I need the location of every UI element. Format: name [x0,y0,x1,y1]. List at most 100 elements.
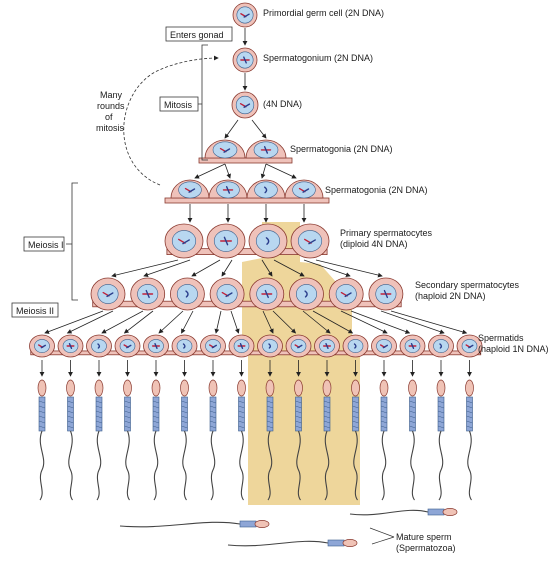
label-meiosis-1: Meiosis I [28,240,64,250]
spermatids-cell [371,334,397,358]
developing-sperm [465,379,474,501]
spermatids-cell [399,334,426,358]
label-many-rounds-2: rounds [97,101,125,111]
spermatogonia-row-a-cell [245,139,287,159]
mitosis-loop-arrow [123,55,219,186]
developing-sperm [66,379,75,501]
label-primary-2: (diploid 4N DNA) [340,239,408,249]
secondary-spermatocytes-cell [249,277,285,311]
secondary-spermatocytes-cell [289,277,324,311]
spermatids [29,334,483,358]
mitosis-brace [198,44,208,161]
secondary-spermatocytes-cell [90,277,126,311]
developing-sperm [94,379,104,501]
lineage-arrow [230,310,240,334]
spermatids-cell [257,334,283,358]
spermatogonia-row-a-cell [204,139,246,159]
label-primary-1: Primary spermatocytes [340,228,433,238]
label-meiosis-2: Meiosis II [16,306,54,316]
label-spermatogonium: Spermatogonium (2N DNA) [263,53,373,63]
label-secondary-2: (haploid 2N DNA) [415,291,486,301]
secondary-spermatocytes-cell [169,277,205,311]
lineage-arrow [261,259,273,277]
primary-spermatocytes-cell [206,223,246,259]
lineage-arrow [350,310,411,334]
developing-sperm [265,379,275,501]
label-mature-2: (Spermatozoa) [396,543,456,553]
spermatids-cell [29,334,55,358]
spermatogonium-cell [232,47,258,73]
meiosis-1-brace [66,182,78,301]
label-spermatids-1: Spermatids [478,333,524,343]
secondary-spermatocytes [90,277,404,311]
primary-spermatocytes-cell [248,223,288,259]
spermatogonia-row-b [164,179,330,204]
mature-sperm-2 [349,508,458,516]
spermatogonia-row-b-cell [208,179,248,199]
label-mitosis: Mitosis [164,100,193,110]
lineage-arrow [44,310,104,334]
meiosis-1-box [23,236,65,252]
spermatids-cell [86,334,112,358]
developing-sperm [436,379,446,501]
secondary-spermatocytes-cell [209,277,245,311]
spermatids-cell [456,334,483,358]
spermatids-cell [57,334,84,358]
lineage-arrow [181,310,194,334]
lineage-arrow [111,259,179,278]
lineage-arrow [315,259,383,278]
lineage-arrow [158,310,184,334]
enters-gonad-box [165,26,233,42]
spermatids-cell [114,334,141,358]
meiosis-2-box [11,302,59,318]
lineage-arrow [224,119,239,139]
developing-sperm [123,379,132,501]
label-many-rounds-4: mitosis [96,123,125,133]
lineage-arrow [214,310,222,334]
developing-sperm [208,379,218,501]
lineage-highlight [242,222,360,505]
lineage-arrow [303,259,351,277]
label-enters-gonad: Enters gonad [170,30,224,40]
label-spermatogonia-b: Spermatogonia (2N DNA) [325,185,428,195]
spermatids-cell [171,334,198,358]
lineage-arrow [224,163,231,179]
lineage-arrow [265,163,297,179]
lineage-arrow [340,310,388,334]
mature-sperm-pointer [369,527,395,545]
spermatogonia-row-b-cell [170,179,210,199]
spermatids-cell [428,334,454,358]
label-spermatids-2: (haploid 1N DNA) [478,344,549,354]
lineage-arrow [251,119,267,139]
spermatogonia-row-a [198,139,293,164]
mitotic-4n-cell [231,91,259,119]
mature-sperm-3 [227,539,358,547]
spermatids-cell [342,334,369,358]
spermatogonia-row-b-cell [246,179,286,199]
lineage-arrow [260,163,267,179]
secondary-spermatocytes-cell [328,277,364,311]
lineage-arrow [302,310,331,334]
spermatids-cell [314,334,340,358]
secondary-spermatocytes-cell [130,277,166,311]
lineage-arrow [101,310,144,334]
lineage-arrow [262,310,274,334]
lineage-arrow [191,259,221,277]
label-many-rounds-1: Many [100,90,123,100]
lineage-arrow [390,310,468,335]
developing-sperm [237,379,246,501]
primary-spermatocytes-cell [290,223,330,259]
lineage-arrow [312,310,354,334]
lineage-arrow [380,310,445,334]
primary-spermatocytes-cell [164,223,204,259]
spermatids-cell [285,334,312,358]
lineage-arrow [194,163,226,179]
developing-sperm [151,379,161,501]
label-many-rounds-3: of [105,112,113,122]
lineage-arrow [66,310,114,334]
primordial-germ-cell [232,2,258,28]
label-mature-1: Mature sperm [396,532,452,542]
developing-sperm [37,379,47,501]
